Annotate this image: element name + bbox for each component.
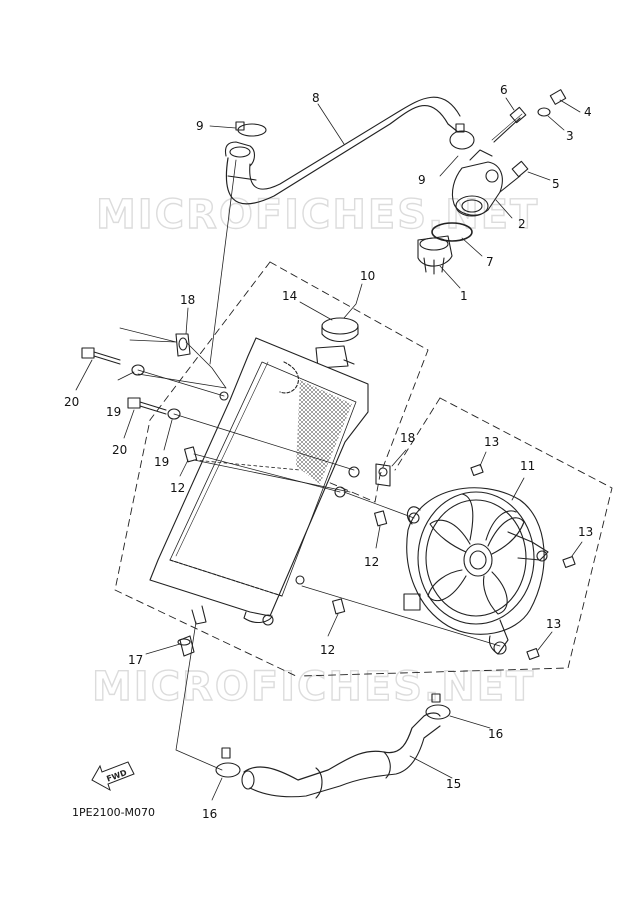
callout-20-upper: 20: [64, 395, 79, 409]
thermostat-housing: [451, 149, 503, 217]
bolt-20-lower: [127, 397, 167, 415]
thermostat-1: [417, 235, 453, 275]
callout-19-lower: 19: [154, 455, 169, 469]
bolt-13-c: [526, 647, 540, 661]
bolt-20-upper: [81, 347, 121, 365]
callout-20-lower: 20: [112, 443, 127, 457]
callout-5: 5: [552, 177, 560, 191]
callout-6: 6: [500, 83, 508, 97]
leader-lines: [75, 97, 583, 801]
watermark-bottom: MICROFICHES.NET: [92, 664, 535, 710]
bolt-6: [491, 106, 527, 143]
callout-2: 2: [518, 217, 526, 231]
bolt-13-a: [470, 463, 484, 477]
callout-16-right: 16: [488, 727, 503, 741]
callout-19-upper: 19: [106, 405, 121, 419]
callout-8: 8: [312, 91, 320, 105]
filler-neck: [315, 345, 355, 369]
o-ring-7: [431, 222, 473, 242]
callout-12-b: 12: [364, 555, 379, 569]
callout-13-a: 13: [484, 435, 499, 449]
callout-17: 17: [128, 653, 143, 667]
clip-nut-12-a: [184, 446, 198, 463]
upper-hose: [224, 96, 461, 205]
clamp-16-left: [215, 747, 241, 778]
fwd-arrow: FWD: [91, 761, 135, 792]
clamp-16-right: [425, 693, 451, 720]
callout-15: 15: [446, 777, 461, 791]
washer-3: [537, 107, 551, 117]
fan-group-boundary: [299, 397, 613, 677]
lower-hose: [241, 712, 441, 799]
callout-7: 7: [486, 255, 494, 269]
clamp-9-right: [449, 123, 475, 150]
callout-10: 10: [360, 269, 375, 283]
callout-9-right: 9: [418, 173, 426, 187]
callout-3: 3: [566, 129, 574, 143]
callouts: 1 2 3 4 5 6 7 8 9 9 10 11 12 12 12 13 13…: [64, 83, 593, 821]
callout-13-c: 13: [546, 617, 561, 631]
bolt-5: [499, 160, 529, 193]
collar-19-lower: [167, 408, 181, 420]
callout-12-c: 12: [320, 643, 335, 657]
callout-12-a: 12: [170, 481, 185, 495]
bolt-4: [549, 89, 567, 105]
clip-nut-12-b: [374, 510, 388, 527]
callout-13-b: 13: [578, 525, 593, 539]
callout-16-left: 16: [202, 807, 217, 821]
grommet-18-upper: [175, 333, 191, 357]
bolt-13-b: [562, 555, 576, 569]
callout-1: 1: [460, 289, 468, 303]
callout-11: 11: [520, 459, 535, 473]
collar-19-upper: [131, 364, 145, 376]
callout-9-left: 9: [196, 119, 204, 133]
callout-18-upper: 18: [180, 293, 195, 307]
drain-hose: [177, 635, 195, 657]
callout-18-lower: 18: [400, 431, 415, 445]
grommet-18-lower: [375, 463, 391, 487]
radiator: [149, 337, 369, 626]
drawing-code: 1PE2100-M070: [72, 806, 156, 819]
callout-4: 4: [584, 105, 592, 119]
clip-nut-12-c: [332, 598, 346, 615]
callout-14: 14: [282, 289, 297, 303]
cooling-fan: [403, 487, 549, 655]
clamp-9-left: [235, 121, 267, 137]
radiator-cap: [321, 317, 359, 343]
